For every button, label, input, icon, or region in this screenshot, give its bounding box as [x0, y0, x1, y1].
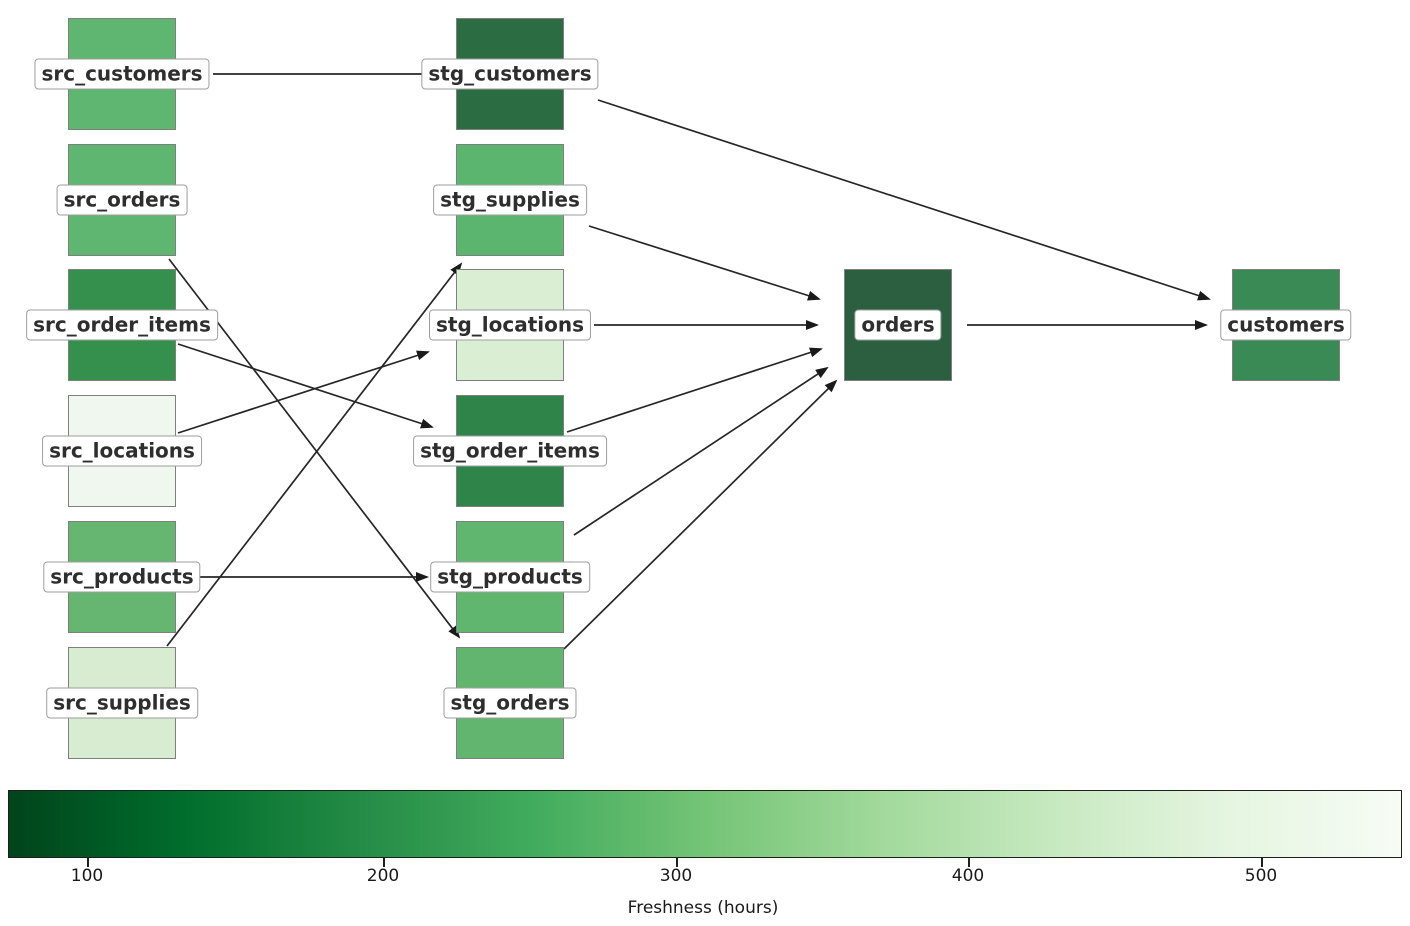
- edge-stg_order_items-to-orders: [566, 347, 823, 433]
- node-label-src_supplies: src_supplies: [46, 687, 198, 719]
- edge-stg_products-to-orders: [573, 366, 829, 536]
- colorbar-tick-500: [1261, 858, 1263, 867]
- edge-src_locations-to-stg_locations: [177, 350, 430, 434]
- colorbar-tick-label-100: 100: [70, 866, 104, 886]
- node-label-src_products: src_products: [43, 561, 201, 593]
- colorbar-tick-200: [383, 858, 385, 867]
- colorbar-tick-400: [968, 858, 970, 867]
- colorbar-tick-label-300: 300: [659, 866, 693, 886]
- node-label-src_order_items: src_order_items: [26, 309, 218, 341]
- node-label-customers: customers: [1220, 309, 1352, 341]
- colorbar-tick-label-400: 400: [951, 866, 985, 886]
- colorbar-axis-label: Freshness (hours): [627, 898, 779, 918]
- node-label-orders: orders: [854, 309, 942, 341]
- node-label-stg_customers: stg_customers: [421, 58, 599, 90]
- colorbar-tick-label-500: 500: [1244, 866, 1278, 886]
- edge-stg_supplies-to-orders: [588, 225, 821, 301]
- edge-src_order_items-to-stg_order_items: [177, 343, 434, 429]
- node-label-stg_locations: stg_locations: [428, 309, 592, 341]
- node-label-src_customers: src_customers: [34, 58, 210, 90]
- node-label-src_orders: src_orders: [56, 184, 188, 216]
- node-label-stg_supplies: stg_supplies: [433, 184, 587, 216]
- colorbar-gradient: [8, 790, 1402, 858]
- colorbar-tick-label-200: 200: [366, 866, 400, 886]
- node-label-src_locations: src_locations: [42, 435, 202, 467]
- node-label-stg_order_items: stg_order_items: [413, 435, 607, 467]
- colorbar-tick-100: [87, 858, 89, 867]
- edge-stg_orders-to-orders: [563, 379, 838, 650]
- node-label-stg_orders: stg_orders: [443, 687, 577, 719]
- colorbar-tick-300: [676, 858, 678, 867]
- node-label-stg_products: stg_products: [430, 561, 590, 593]
